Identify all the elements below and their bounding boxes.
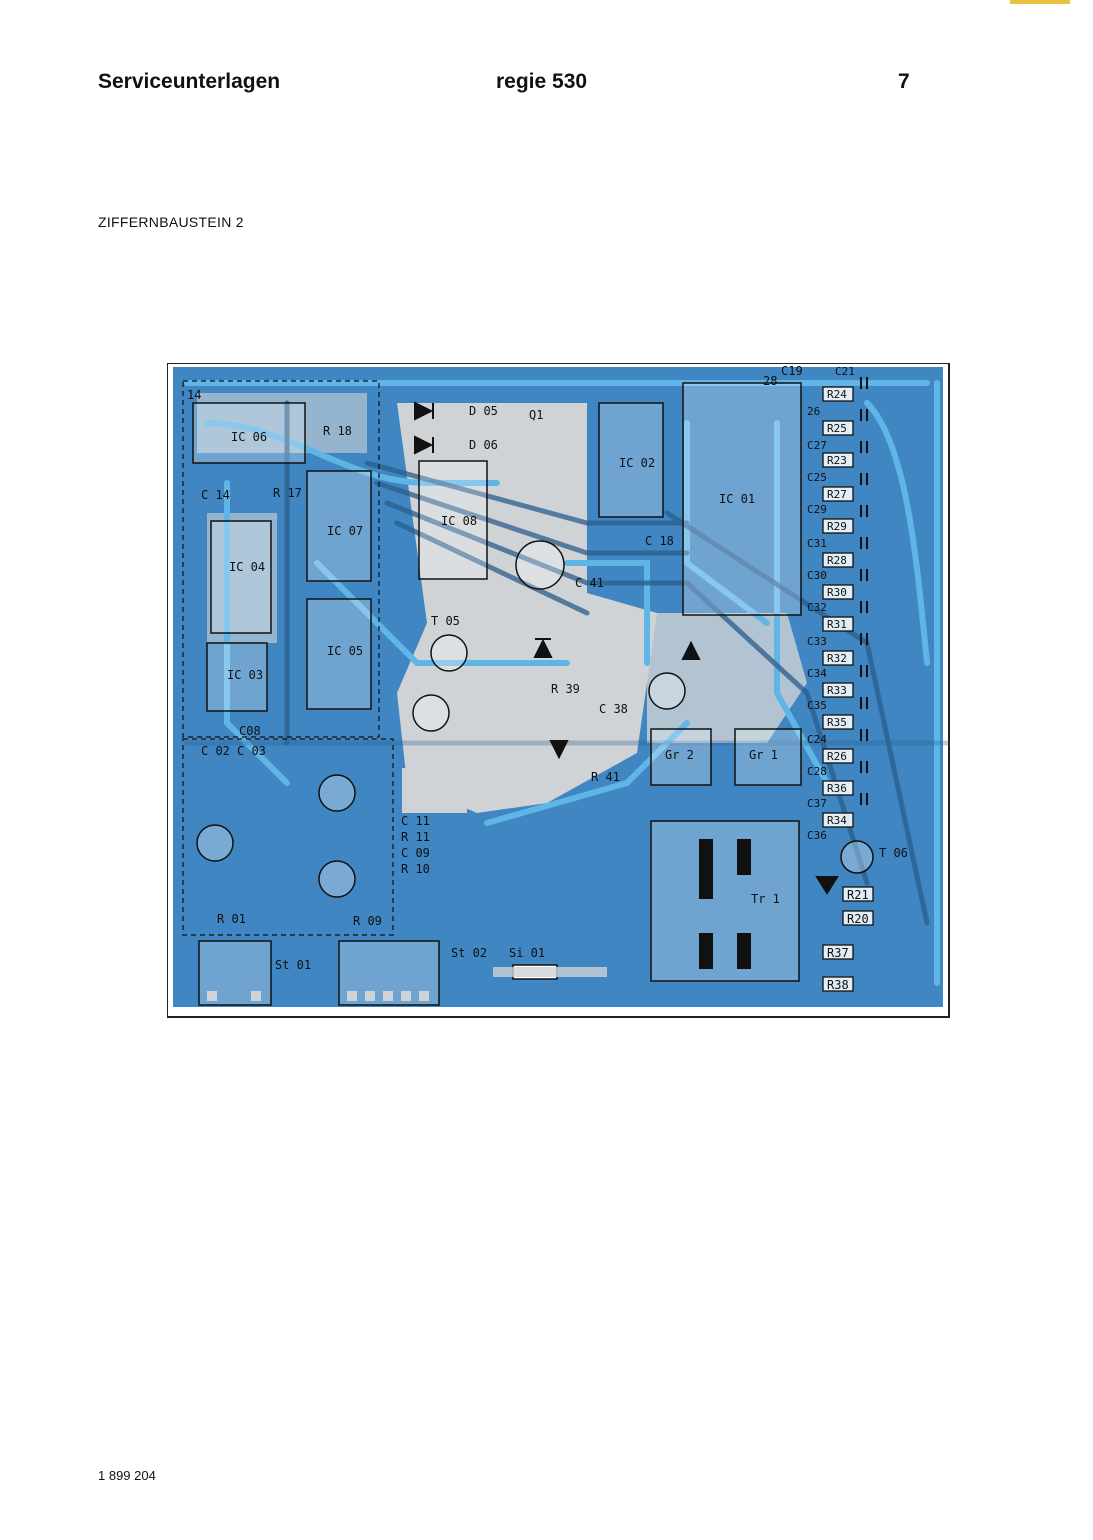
right-capacitor-symbols	[860, 377, 868, 805]
label-c03: C 03	[237, 744, 266, 758]
component-label: R27	[827, 488, 847, 501]
component-label: R35	[827, 716, 847, 729]
right-column-labels: R24 R25 R23 R27 R29 R28 R30 R31 R32 R33 …	[807, 365, 855, 842]
ic-bodies	[192, 382, 802, 1006]
component-label: C27	[807, 439, 827, 452]
label-r38: R38	[827, 978, 849, 992]
label-t06: T 06	[879, 846, 908, 860]
component-label: R23	[827, 454, 847, 467]
label-d05: D 05	[469, 404, 498, 418]
label-gr2: Gr 2	[665, 748, 694, 762]
component-label: C32	[807, 601, 827, 614]
connector-pads	[207, 991, 429, 1001]
label-r20: R20	[847, 912, 869, 926]
component-label: R34	[827, 814, 847, 827]
label-r37: R37	[827, 946, 849, 960]
component-label: C35	[807, 699, 827, 712]
component-label: R29	[827, 520, 847, 533]
corner-color-mark	[1010, 0, 1070, 4]
label-tr1: Tr 1	[751, 892, 780, 906]
label-r39: R 39	[551, 682, 580, 696]
label-pin-14: 14	[187, 388, 201, 402]
label-gr1: Gr 1	[749, 748, 778, 762]
header-page-number: 7	[898, 70, 910, 93]
module-borders	[182, 380, 394, 936]
component-label: R26	[827, 750, 847, 763]
label-d06: D 06	[469, 438, 498, 452]
label-r18: R 18	[323, 424, 352, 438]
component-label: R24	[827, 388, 847, 401]
pcb-layout-diagram: IC 06 IC 07 IC 04 IC 03 IC 05 IC 08 IC 0…	[167, 363, 950, 1018]
component-label: C29	[807, 503, 827, 516]
label-si01: Si 01	[509, 946, 545, 960]
component-label: 26	[807, 405, 820, 418]
component-label: C25	[807, 471, 827, 484]
label-st01: St 01	[275, 958, 311, 972]
section-title: ZIFFERNBAUSTEIN 2	[98, 214, 244, 230]
component-label: C34	[807, 667, 827, 680]
label-ic03: IC 03	[227, 668, 263, 682]
component-label: R33	[827, 684, 847, 697]
component-label: C21	[835, 365, 855, 378]
transformer-cores	[699, 839, 751, 969]
label-c11: C 11	[401, 814, 430, 828]
diode-symbols	[414, 401, 839, 895]
component-label: C28	[807, 765, 827, 778]
component-label: C36	[807, 829, 827, 842]
component-label: C24	[807, 733, 827, 746]
label-ic08: IC 08	[441, 514, 477, 528]
label-c09: C 09	[401, 846, 430, 860]
component-label: R32	[827, 652, 847, 665]
header-model: regie 530	[496, 70, 588, 93]
label-c14: C 14	[201, 488, 230, 502]
label-ic05: IC 05	[327, 644, 363, 658]
component-label: C37	[807, 797, 827, 810]
component-label: R30	[827, 586, 847, 599]
label-c41: C 41	[575, 576, 604, 590]
label-r21: R21	[847, 888, 869, 902]
component-label: C30	[807, 569, 827, 582]
label-ic02: IC 02	[619, 456, 655, 470]
label-ic04: IC 04	[229, 560, 265, 574]
round-components	[196, 540, 874, 898]
label-q1: Q1	[529, 408, 543, 422]
label-c18: C 18	[645, 534, 674, 548]
label-c19: C19	[781, 364, 803, 378]
label-c02: C 02	[201, 744, 230, 758]
label-ic01: IC 01	[719, 492, 755, 506]
label-c38: C 38	[599, 702, 628, 716]
label-st02: St 02	[451, 946, 487, 960]
label-t05: T 05	[431, 614, 460, 628]
component-label: R28	[827, 554, 847, 567]
header-document-type: Serviceunterlagen	[98, 70, 281, 93]
silkscreen-labels: IC 06 IC 07 IC 04 IC 03 IC 05 IC 08 IC 0…	[187, 364, 908, 992]
component-label: C31	[807, 537, 827, 550]
component-label: R31	[827, 618, 847, 631]
component-label: R25	[827, 422, 847, 435]
label-r11: R 11	[401, 830, 430, 844]
document-number: 1 899 204	[98, 1468, 156, 1483]
right-resistor-boxes	[822, 386, 874, 992]
label-pin-28: 28	[763, 374, 777, 388]
label-ic06: IC 06	[231, 430, 267, 444]
label-r01: R 01	[217, 912, 246, 926]
label-r17: R 17	[273, 486, 302, 500]
label-r41: R 41	[591, 770, 620, 784]
light-traces	[184, 380, 940, 986]
label-r10: R 10	[401, 862, 430, 876]
label-c08: C08	[239, 724, 261, 738]
label-ic07: IC 07	[327, 524, 363, 538]
component-label: R36	[827, 782, 847, 795]
component-label: C33	[807, 635, 827, 648]
label-r09: R 09	[353, 914, 382, 928]
